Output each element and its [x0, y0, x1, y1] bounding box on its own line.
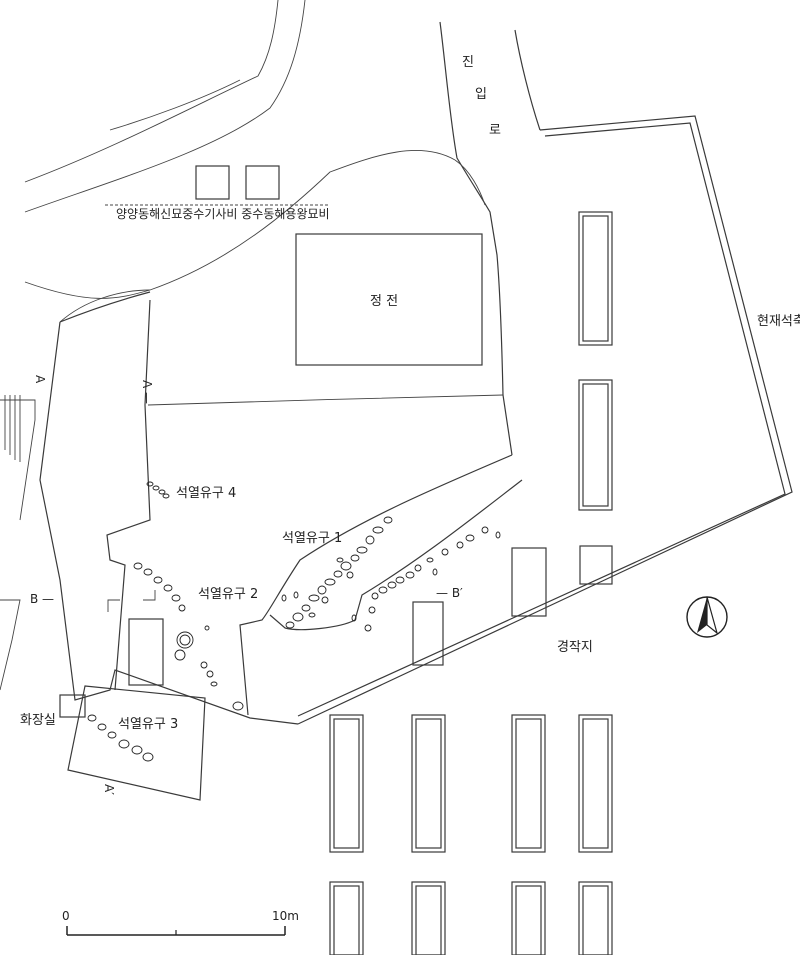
stele-label: 양양동해신묘중수기사비 중수동해용왕묘비	[116, 207, 330, 221]
section-a-left-label: A	[33, 375, 47, 384]
stone-row-1-stones	[281, 516, 393, 629]
field-strips	[329, 211, 613, 955]
scale-bar-start-label: 0	[62, 909, 70, 923]
north-arrow-icon	[686, 596, 728, 638]
current-stone-wall	[297, 115, 793, 725]
restroom-label: 화장실	[20, 713, 56, 728]
pit-rectangle	[412, 601, 444, 666]
restroom-annex	[59, 685, 206, 801]
road-label-char-2: 입	[475, 87, 487, 102]
section-b-prime-label: — B′	[436, 586, 463, 600]
stele-base-2	[245, 165, 280, 200]
stone-row-2-stones	[133, 562, 244, 711]
pit-rectangle	[579, 545, 613, 585]
left-edge-hatching	[0, 395, 36, 691]
current-wall-label: 현재석축	[757, 314, 800, 329]
stone-row-3-label: 석열유구 3	[118, 717, 178, 732]
site-boundary	[39, 291, 523, 725]
pit-rectangle	[128, 618, 164, 686]
stone-row-3-stones	[87, 714, 154, 762]
stone-cluster-b-prime	[351, 526, 501, 632]
stone-row-4-stones	[146, 481, 170, 499]
stone-row-4-label: 석열유구 4	[176, 486, 236, 501]
stone-row-2-label: 석열유구 2	[198, 587, 258, 602]
road-label-char-1: 진	[462, 55, 474, 70]
scale-bar-end-label: 10m	[272, 909, 299, 923]
section-a-prime-label: A′	[102, 784, 116, 795]
main-hall-label: 정 전	[370, 294, 398, 309]
road-label-char-3: 로	[489, 123, 501, 138]
main-hall	[295, 233, 483, 366]
stone-row-1-label: 석열유구 1	[282, 531, 342, 546]
section-corner-mark	[143, 590, 156, 601]
section-b-label: B —	[30, 592, 54, 606]
terrain-contours	[24, 0, 456, 323]
farmland-label: 경작지	[557, 640, 593, 655]
stele-base-1	[195, 165, 230, 200]
approach-road	[439, 21, 541, 396]
scale-bar	[66, 926, 286, 936]
pit-rectangle	[511, 547, 547, 617]
section-a-label: A —	[140, 380, 154, 404]
section-corner-mark	[107, 599, 120, 612]
